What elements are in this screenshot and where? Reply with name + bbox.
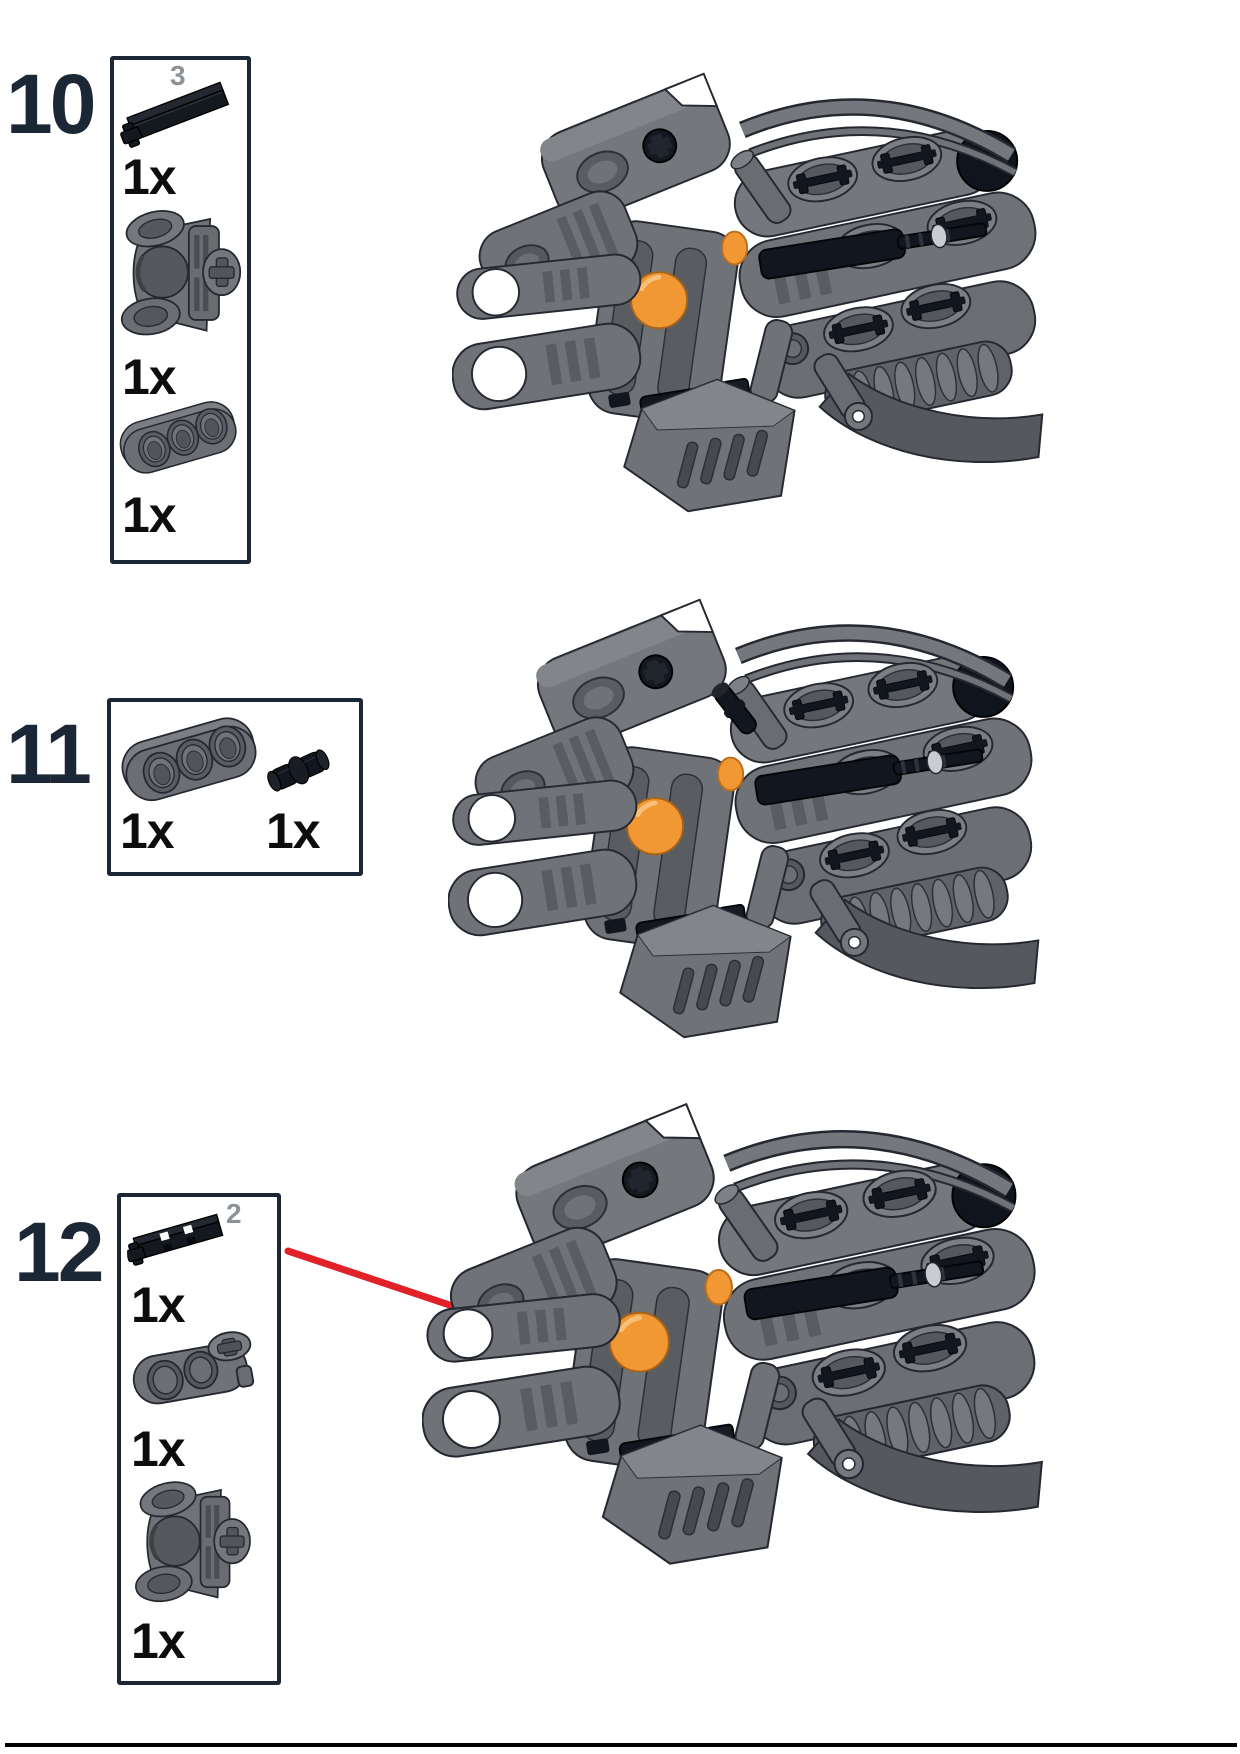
step-10-number: 10 [6,57,96,151]
part-perpendicular-connector-icon [127,1323,265,1415]
part-qty-label: 1x [122,149,177,205]
part-liftarm-3l-icon [114,392,244,484]
footer-divider [5,1743,1237,1747]
assembly-render-step-12 [422,1096,1052,1574]
part-qty-label: 1x [122,487,177,543]
part-ball-socket-connector-icon [118,202,242,344]
assembly-render-step-10 [452,66,1052,521]
assembly-render-step-11 [448,592,1048,1047]
part-qty-label: 1x [131,1421,186,1477]
part-qty-label: 1x [266,803,321,859]
part-friction-pin-icon [262,730,336,812]
part-qty-label: 1x [122,349,177,405]
part-ball-socket-connector-icon [125,1478,259,1606]
added-black-pin [711,682,757,735]
part-qty-label: 1x [131,1613,186,1669]
step-11-parts-box: 1x 1x [107,698,363,876]
part-qty-label: 1x [131,1277,186,1333]
part-axle-3l-icon [118,72,240,158]
step-12-number: 12 [14,1205,104,1299]
axle-length-label: 2 [226,1198,242,1229]
step-10-parts-box: 3 1x 1x 1x [110,56,251,564]
part-axle-2l-icon [127,1205,231,1269]
step-11-number: 11 [6,707,92,801]
part-qty-label: 1x [120,803,175,859]
part-liftarm-3l-icon [115,710,265,810]
axle-length-label: 3 [170,60,186,91]
step-12-parts-box: 2 1x 1x 1x [117,1193,281,1685]
